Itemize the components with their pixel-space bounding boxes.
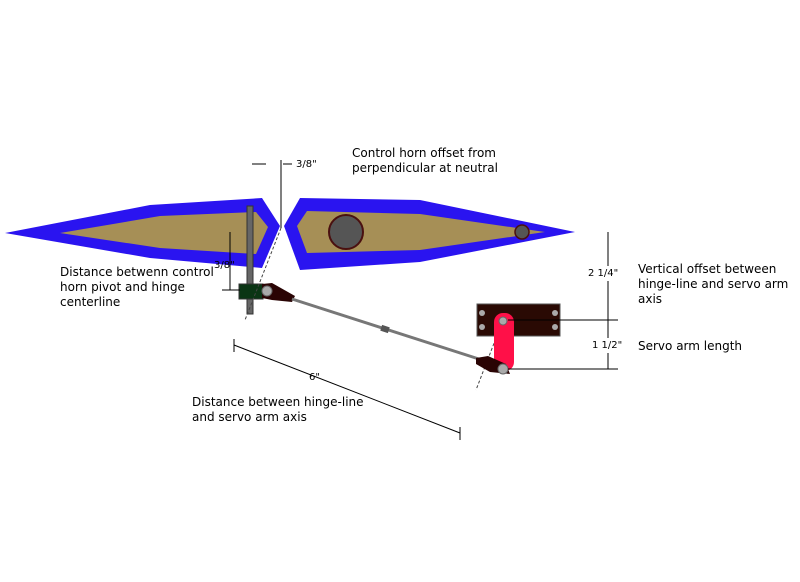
pivot-distance-dim-text: 3/8": [214, 260, 235, 271]
label-line: Distance between hinge-line: [192, 395, 364, 409]
servo-ball: [497, 363, 509, 375]
horn-offset-dim-text: 3/8": [296, 159, 317, 170]
label-line: perpendicular at neutral: [352, 161, 498, 175]
horn-post: [246, 205, 254, 315]
label-line: Distance betwenn control: [60, 265, 214, 279]
horn-offset-label: Control horn offset from perpendicular a…: [352, 146, 498, 176]
servo-arm-dim-text: 1 1/2": [592, 338, 623, 353]
hinge-distance-label: Distance between hinge-line and servo ar…: [192, 395, 364, 425]
hinge-distance-dim-text: 6": [309, 372, 320, 383]
trailing-weight: [514, 224, 530, 240]
label-line: Vertical offset between: [638, 262, 777, 276]
horn-ball: [261, 285, 273, 297]
pivot-distance-label: Distance betwenn control horn pivot and …: [60, 265, 214, 310]
horn-block: [238, 283, 264, 300]
label-line: hinge-line and servo arm: [638, 277, 789, 291]
hinge-tube: [328, 214, 364, 250]
vertical-offset-dim-text: 2 1/4": [588, 266, 619, 281]
label-line: horn pivot and hinge: [60, 280, 185, 294]
label-line: and servo arm axis: [192, 410, 307, 424]
servo-arm-label: Servo arm length: [638, 339, 743, 353]
stabilizer-core: [60, 212, 268, 254]
servo-arm: [494, 313, 514, 371]
label-line: axis: [638, 292, 663, 306]
label-line: centerline: [60, 295, 121, 309]
label-line: Control horn offset from: [352, 146, 496, 160]
vertical-offset-label: Vertical offset between hinge-line and s…: [638, 262, 788, 307]
